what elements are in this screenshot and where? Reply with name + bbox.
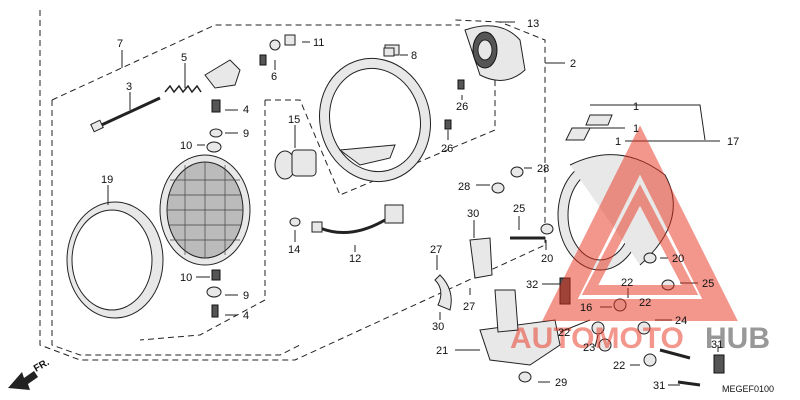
watermark: AUTOMOTO HUB [510, 125, 770, 355]
callout-27-upper: 27 [430, 244, 442, 256]
callout-22-b: 22 [639, 297, 651, 309]
callout-labels: 13 7 11 8 2 5 6 3 26 4 9 10 15 26 1 1 1 … [101, 18, 739, 392]
callout-30-lower: 30 [432, 321, 444, 333]
callout-17: 17 [727, 136, 739, 148]
callout-1-c: 1 [615, 136, 621, 148]
small-hardware [206, 34, 465, 318]
callout-10-upper: 10 [180, 140, 192, 152]
callout-8: 8 [411, 50, 417, 62]
callout-13: 13 [527, 18, 539, 30]
callout-14: 14 [288, 244, 300, 256]
callout-4-lower: 4 [243, 310, 249, 322]
callout-29: 29 [555, 377, 567, 389]
headlight-socket [289, 204, 404, 234]
callout-26-upper: 26 [456, 101, 468, 113]
callout-26-lower: 26 [441, 143, 453, 155]
watermark-text-hub: HUB [705, 322, 770, 355]
callout-16: 16 [580, 302, 592, 314]
label-stickers [565, 114, 613, 141]
adjuster-spring [164, 84, 202, 94]
callout-31-lower: 31 [653, 380, 665, 392]
adjuster-bolt [90, 96, 161, 133]
callout-15: 15 [288, 114, 300, 126]
callout-6: 6 [271, 71, 277, 83]
diagram-code: MEGEF0100 [722, 384, 774, 394]
callout-2: 2 [570, 58, 576, 70]
callout-28-right: 28 [537, 163, 549, 175]
callout-5: 5 [181, 52, 187, 64]
callout-21: 21 [436, 345, 448, 357]
callout-25-upper: 25 [513, 203, 525, 215]
callout-9-lower: 9 [243, 290, 249, 302]
callout-9-upper: 9 [243, 128, 249, 140]
callout-31-upper: 31 [711, 339, 723, 351]
mounting-bracket [204, 59, 241, 89]
callout-24: 24 [675, 315, 687, 327]
callout-28-left: 28 [458, 181, 470, 193]
callout-27-lower: 27 [463, 301, 475, 313]
headlight-rim [66, 201, 164, 319]
callout-30-upper: 30 [467, 208, 479, 220]
callout-22-c: 22 [558, 327, 570, 339]
front-direction-arrow: FR. [8, 357, 52, 390]
callout-4-upper: 4 [243, 104, 249, 116]
callout-22-a: 22 [621, 277, 633, 289]
harness-clips [434, 237, 493, 311]
callout-1-b: 1 [633, 123, 639, 135]
headlight-stay [479, 289, 561, 366]
callout-25-lower: 25 [702, 278, 714, 290]
headlight-unit [159, 154, 251, 266]
callout-1-a: 1 [633, 101, 639, 113]
callout-19: 19 [101, 174, 113, 186]
callout-11: 11 [313, 37, 324, 49]
headlight-case-cover [464, 25, 526, 81]
front-direction-label: FR. [32, 357, 52, 375]
callout-20-right: 20 [672, 253, 684, 265]
callout-7: 7 [117, 38, 123, 50]
callout-22-d: 22 [613, 360, 625, 372]
callout-12: 12 [349, 253, 361, 265]
callout-23: 23 [583, 342, 595, 354]
headlight-bulb [274, 149, 317, 180]
assembly-outline [39, 10, 546, 361]
callout-32: 32 [526, 279, 538, 291]
callout-20-left: 20 [541, 253, 553, 265]
callout-3: 3 [126, 81, 132, 93]
watermark-text-automoto: AUTOMOTO [510, 322, 684, 355]
callout-10-lower: 10 [180, 272, 192, 284]
headlight-case [319, 44, 431, 183]
